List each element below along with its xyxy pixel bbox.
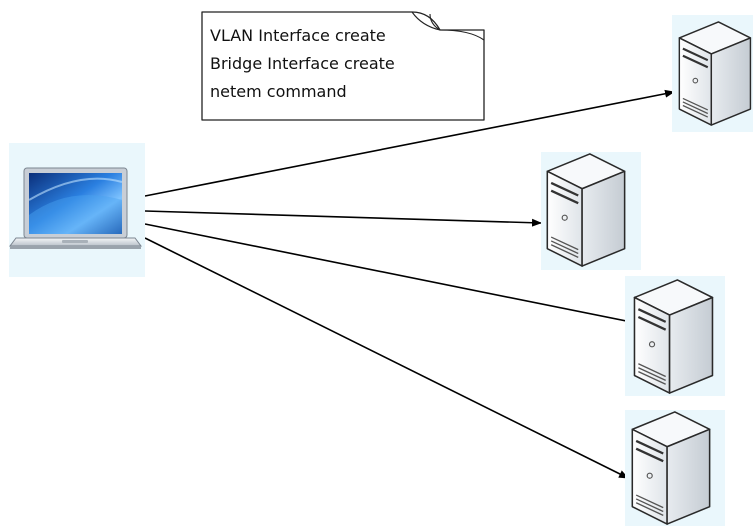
connection-arrows xyxy=(144,89,675,479)
note-line-2: Bridge Interface create xyxy=(210,54,395,73)
server-icon-3 xyxy=(625,276,725,396)
note-box: VLAN Interface create Bridge Interface c… xyxy=(201,11,485,121)
arrow-to-server-2 xyxy=(144,210,542,227)
note-line-1: VLAN Interface create xyxy=(210,26,386,45)
note-line-3: netem command xyxy=(210,82,347,101)
arrow-to-server-4 xyxy=(144,237,629,479)
server-icon-4 xyxy=(625,410,725,526)
server-icon-2 xyxy=(541,152,641,270)
server-icon-1 xyxy=(672,15,753,132)
arrow-to-server-1 xyxy=(144,89,675,197)
laptop-icon xyxy=(9,143,145,277)
arrow-to-server-3 xyxy=(144,223,642,327)
